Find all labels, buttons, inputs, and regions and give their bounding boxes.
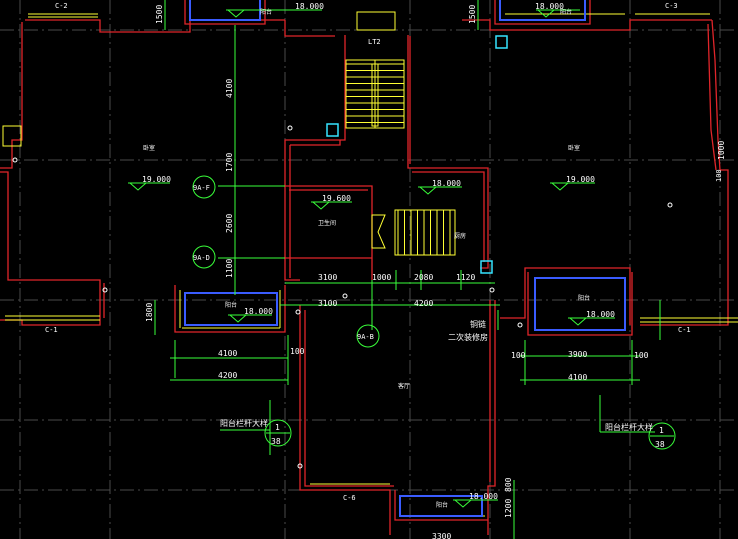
dim-1000: 1000 xyxy=(372,273,391,282)
dim-100-left: 100 xyxy=(290,347,305,356)
dim-2080: 2080 xyxy=(414,273,433,282)
elev-right: 19.000 xyxy=(566,175,595,184)
note-center-2: 铜链 xyxy=(470,319,486,329)
stairs xyxy=(345,59,456,256)
dim-100-vert: 100 xyxy=(715,169,723,182)
tag-bottom-right: C-1 xyxy=(678,326,691,334)
dim-4200-top: 4200 xyxy=(414,299,433,308)
note-left: 阳台栏杆大样 xyxy=(220,418,268,428)
dim-1000-vert: 1000 xyxy=(717,141,726,160)
elev-top-right: 18.000 xyxy=(535,2,564,11)
dim-1500-right: 1500 xyxy=(468,5,477,24)
dim-800: 800 xyxy=(504,477,513,492)
elev-left: 19.000 xyxy=(142,175,171,184)
axis-f-label: 9A-F xyxy=(193,184,210,192)
detail-sheet-left: 38 xyxy=(271,437,281,446)
dim-3100-bottom: 3100 xyxy=(318,299,337,308)
elev-kitchen: 18.000 xyxy=(432,179,461,188)
tag-bottom-center: C-6 xyxy=(343,494,356,502)
dim-1800: 1800 xyxy=(145,303,154,322)
room-kitchen: 厨房 xyxy=(454,232,466,240)
room-balcony-right: 阳台 xyxy=(578,294,590,302)
dim-100-right-a: 100 xyxy=(511,351,526,360)
room-center: 客厅 xyxy=(398,382,410,390)
dim-2600: 2600 xyxy=(225,214,234,233)
note-center: 二次装修房 xyxy=(448,332,488,342)
elev-balcony-bottom: 18.000 xyxy=(469,492,498,501)
dim-4100-right: 4100 xyxy=(568,373,587,382)
dim-3300: 3300 xyxy=(432,532,451,539)
windows xyxy=(2,11,738,517)
elev-balcony-left: 18.000 xyxy=(244,307,273,316)
dim-3900: 3900 xyxy=(568,350,587,359)
dim-3100-top: 3100 xyxy=(318,273,337,282)
room-balcony-left: 阳台 xyxy=(225,301,237,309)
detail-num-right: 1 xyxy=(659,426,664,435)
dim-100-right-b: 100 xyxy=(634,351,649,360)
room-top-left: 阳台 xyxy=(260,8,272,16)
dim-4100-vert: 4100 xyxy=(225,79,234,98)
tag-top-left: C-2 xyxy=(55,2,68,10)
tag-top-right: C-3 xyxy=(665,2,678,10)
room-large-left: 卧室 xyxy=(143,144,155,152)
room-small: 卫生间 xyxy=(318,219,336,227)
balcony-rails xyxy=(184,0,626,517)
dimension-lines xyxy=(128,0,661,539)
room-top-right: 阳台 xyxy=(560,8,572,16)
dim-4100-left: 4100 xyxy=(218,349,237,358)
dim-1700: 1700 xyxy=(225,153,234,172)
detail-sheet-right: 38 xyxy=(655,440,665,449)
room-balcony-bottom: 阳台 xyxy=(436,501,448,509)
labels: C-2 C-3 C-1 C-1 C-6 LT2 卧室 卧室 客厅 卫生间 阳台 … xyxy=(45,2,726,539)
dim-1200: 1200 xyxy=(504,499,513,518)
axis-d-label: 9A-D xyxy=(193,254,210,262)
dim-1100: 1100 xyxy=(225,259,234,278)
room-large-right: 卧室 xyxy=(568,144,580,152)
dim-4200-left: 4200 xyxy=(218,371,237,380)
dim-1120: 1120 xyxy=(456,273,475,282)
axis-b-label: 9A-B xyxy=(357,333,374,341)
dim-1500-left: 1500 xyxy=(155,5,164,24)
tag-bottom-left: C-1 xyxy=(45,326,58,334)
axis-bubbles xyxy=(192,175,676,450)
elev-core: 19.600 xyxy=(322,194,351,203)
note-right: 阳台栏杆大样 xyxy=(605,422,653,432)
elev-balcony-right: 18.000 xyxy=(586,310,615,319)
stair-tag: LT2 xyxy=(368,38,381,46)
markers xyxy=(12,125,673,469)
detail-num-left: 1 xyxy=(275,423,280,432)
elev-top-left: 18.000 xyxy=(295,2,324,11)
